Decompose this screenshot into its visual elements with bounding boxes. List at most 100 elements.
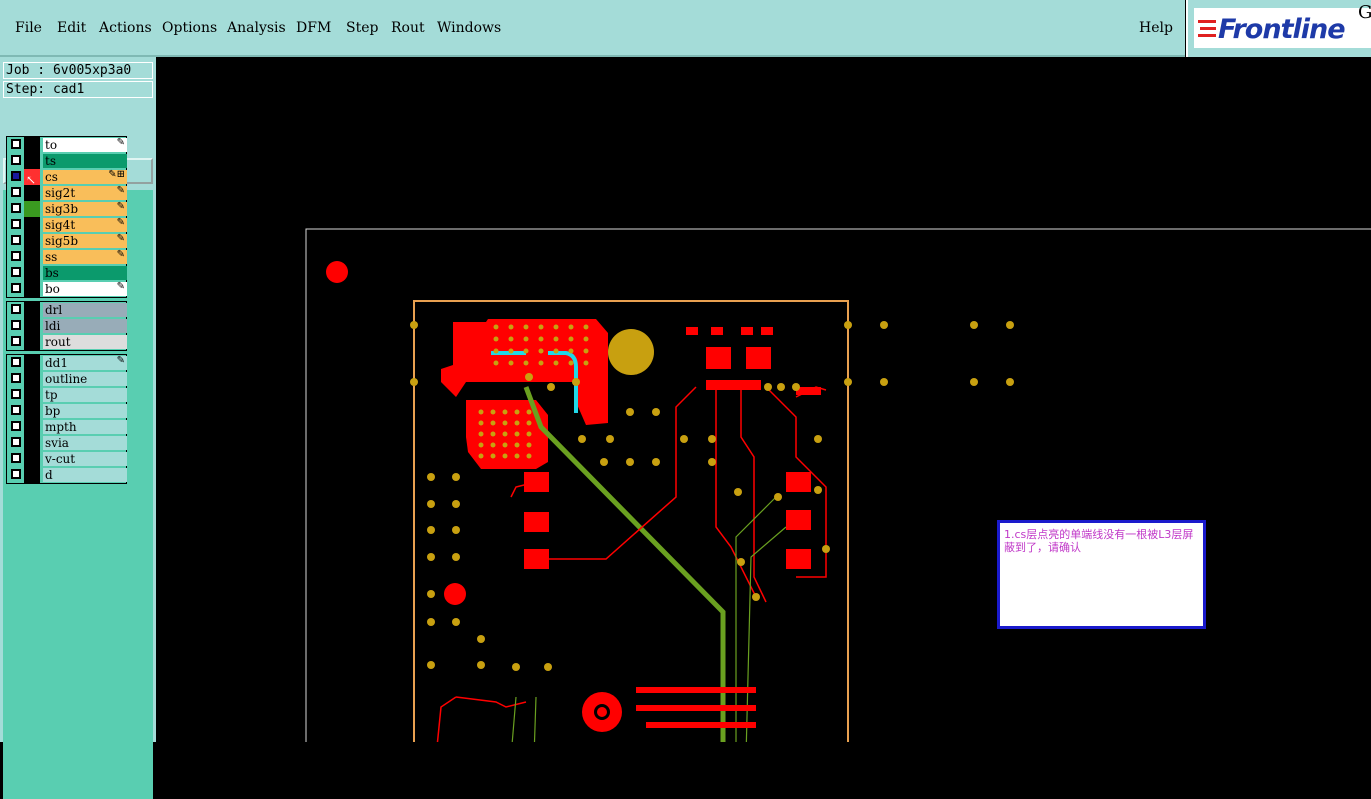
- layer-name[interactable]: d: [43, 468, 127, 482]
- layer-checkbox[interactable]: [11, 203, 21, 213]
- layer-checkbox[interactable]: [11, 405, 21, 415]
- layer-name[interactable]: bs: [43, 266, 127, 280]
- layer-row-sig5b[interactable]: sig5b✎: [7, 233, 128, 249]
- menu-analysis[interactable]: Analysis: [227, 20, 286, 36]
- layer-name[interactable]: dd1: [43, 356, 127, 370]
- layer-checkbox[interactable]: [11, 251, 21, 261]
- pour-via: [526, 431, 532, 437]
- layer-affect-box[interactable]: [24, 249, 40, 265]
- layer-row-v-cut[interactable]: v-cut: [7, 451, 128, 467]
- layer-checkbox[interactable]: [11, 267, 21, 277]
- layer-affect-box[interactable]: [24, 318, 40, 334]
- layer-affect-box[interactable]: [24, 185, 40, 201]
- layer-checkbox[interactable]: [11, 304, 21, 314]
- layer-row-bp[interactable]: bp: [7, 403, 128, 419]
- menu-help[interactable]: Help: [1139, 20, 1173, 36]
- layer-name[interactable]: bo: [43, 282, 127, 296]
- layer-name[interactable]: cs: [43, 170, 127, 184]
- menu-rout[interactable]: Rout: [391, 20, 425, 36]
- layer-name[interactable]: ts: [43, 154, 127, 168]
- layer-checkbox[interactable]: [11, 437, 21, 447]
- layer-row-outline[interactable]: outline: [7, 371, 128, 387]
- layer-row-sig3b[interactable]: sig3b✎: [7, 201, 128, 217]
- layer-row-ldi[interactable]: ldi: [7, 318, 128, 334]
- layer-row-sig2t[interactable]: sig2t✎: [7, 185, 128, 201]
- layer-checkbox[interactable]: [11, 139, 21, 149]
- menu-file[interactable]: File: [15, 20, 42, 36]
- layer-affect-box[interactable]: [24, 387, 40, 403]
- layer-affect-box[interactable]: [24, 201, 40, 217]
- layer-name[interactable]: sig5b: [43, 234, 127, 248]
- menu-windows[interactable]: Windows: [437, 20, 502, 36]
- layer-checkbox[interactable]: [11, 171, 21, 181]
- layer-checkbox[interactable]: [11, 219, 21, 229]
- layer-checkbox[interactable]: [11, 453, 21, 463]
- layer-checkbox[interactable]: [11, 155, 21, 165]
- layer-name[interactable]: ss: [43, 250, 127, 264]
- layer-row-drl[interactable]: drl: [7, 302, 128, 318]
- layer-checkbox[interactable]: [11, 235, 21, 245]
- layer-name[interactable]: tp: [43, 388, 127, 402]
- layer-checkbox[interactable]: [11, 469, 21, 479]
- layer-affect-box[interactable]: [24, 233, 40, 249]
- layer-affect-box[interactable]: [24, 217, 40, 233]
- layer-checkbox[interactable]: [11, 336, 21, 346]
- layer-name[interactable]: v-cut: [43, 452, 127, 466]
- graphics-canvas[interactable]: [156, 57, 1371, 758]
- layer-checkbox[interactable]: [11, 283, 21, 293]
- layer-row-rout[interactable]: rout: [7, 334, 128, 350]
- layer-name[interactable]: rout: [43, 335, 127, 349]
- layer-checkbox[interactable]: [11, 373, 21, 383]
- drill-hit: [452, 473, 460, 481]
- layer-checkbox[interactable]: [11, 357, 21, 367]
- pour-via: [493, 348, 499, 354]
- layer-row-to[interactable]: to✎: [7, 137, 128, 153]
- layer-affect-box[interactable]: [24, 419, 40, 435]
- layer-row-ss[interactable]: ss✎: [7, 249, 128, 265]
- layer-name[interactable]: ldi: [43, 319, 127, 333]
- menu-options[interactable]: Options: [162, 20, 218, 36]
- layer-row-bs[interactable]: bs: [7, 265, 128, 281]
- pour-via: [514, 409, 520, 415]
- layer-affect-box[interactable]: ↖: [24, 169, 40, 187]
- layer-affect-box[interactable]: [24, 302, 40, 318]
- layer-name[interactable]: outline: [43, 372, 127, 386]
- layer-name[interactable]: sig2t: [43, 186, 127, 200]
- layer-row-d[interactable]: d: [7, 467, 128, 483]
- menu-step[interactable]: Step: [346, 20, 379, 36]
- layer-checkbox[interactable]: [11, 320, 21, 330]
- layer-name[interactable]: mpth: [43, 420, 127, 434]
- layer-row-mpth[interactable]: mpth: [7, 419, 128, 435]
- layer-row-ts[interactable]: ts: [7, 153, 128, 169]
- menu-dfm[interactable]: DFM: [296, 20, 332, 36]
- pour-via: [490, 409, 496, 415]
- layer-name[interactable]: sig4t: [43, 218, 127, 232]
- layer-row-tp[interactable]: tp: [7, 387, 128, 403]
- layer-row-dd1[interactable]: dd1✎: [7, 355, 128, 371]
- layer-name[interactable]: bp: [43, 404, 127, 418]
- layer-affect-box[interactable]: [24, 451, 40, 467]
- layer-row-bo[interactable]: bo✎: [7, 281, 128, 297]
- layer-affect-box[interactable]: [24, 334, 40, 350]
- layer-row-sig4t[interactable]: sig4t✎: [7, 217, 128, 233]
- layer-name[interactable]: drl: [43, 303, 127, 317]
- layer-name[interactable]: sig3b: [43, 202, 127, 216]
- layer-name[interactable]: svia: [43, 436, 127, 450]
- menu-edit[interactable]: Edit: [57, 20, 87, 36]
- layer-name[interactable]: to: [43, 138, 127, 152]
- layer-affect-box[interactable]: [24, 355, 40, 371]
- layer-row-cs[interactable]: ↖cs✎⊞: [7, 169, 128, 187]
- layer-checkbox[interactable]: [11, 187, 21, 197]
- layer-affect-box[interactable]: [24, 403, 40, 419]
- layer-checkbox[interactable]: [11, 389, 21, 399]
- layer-affect-box[interactable]: [24, 435, 40, 451]
- layer-affect-box[interactable]: [24, 153, 40, 169]
- layer-checkbox[interactable]: [11, 421, 21, 431]
- layer-affect-box[interactable]: [24, 467, 40, 483]
- menu-actions[interactable]: Actions: [99, 20, 152, 36]
- layer-affect-box[interactable]: [24, 137, 40, 153]
- layer-affect-box[interactable]: [24, 265, 40, 281]
- layer-affect-box[interactable]: [24, 371, 40, 387]
- layer-affect-box[interactable]: [24, 281, 40, 297]
- layer-row-svia[interactable]: svia: [7, 435, 128, 451]
